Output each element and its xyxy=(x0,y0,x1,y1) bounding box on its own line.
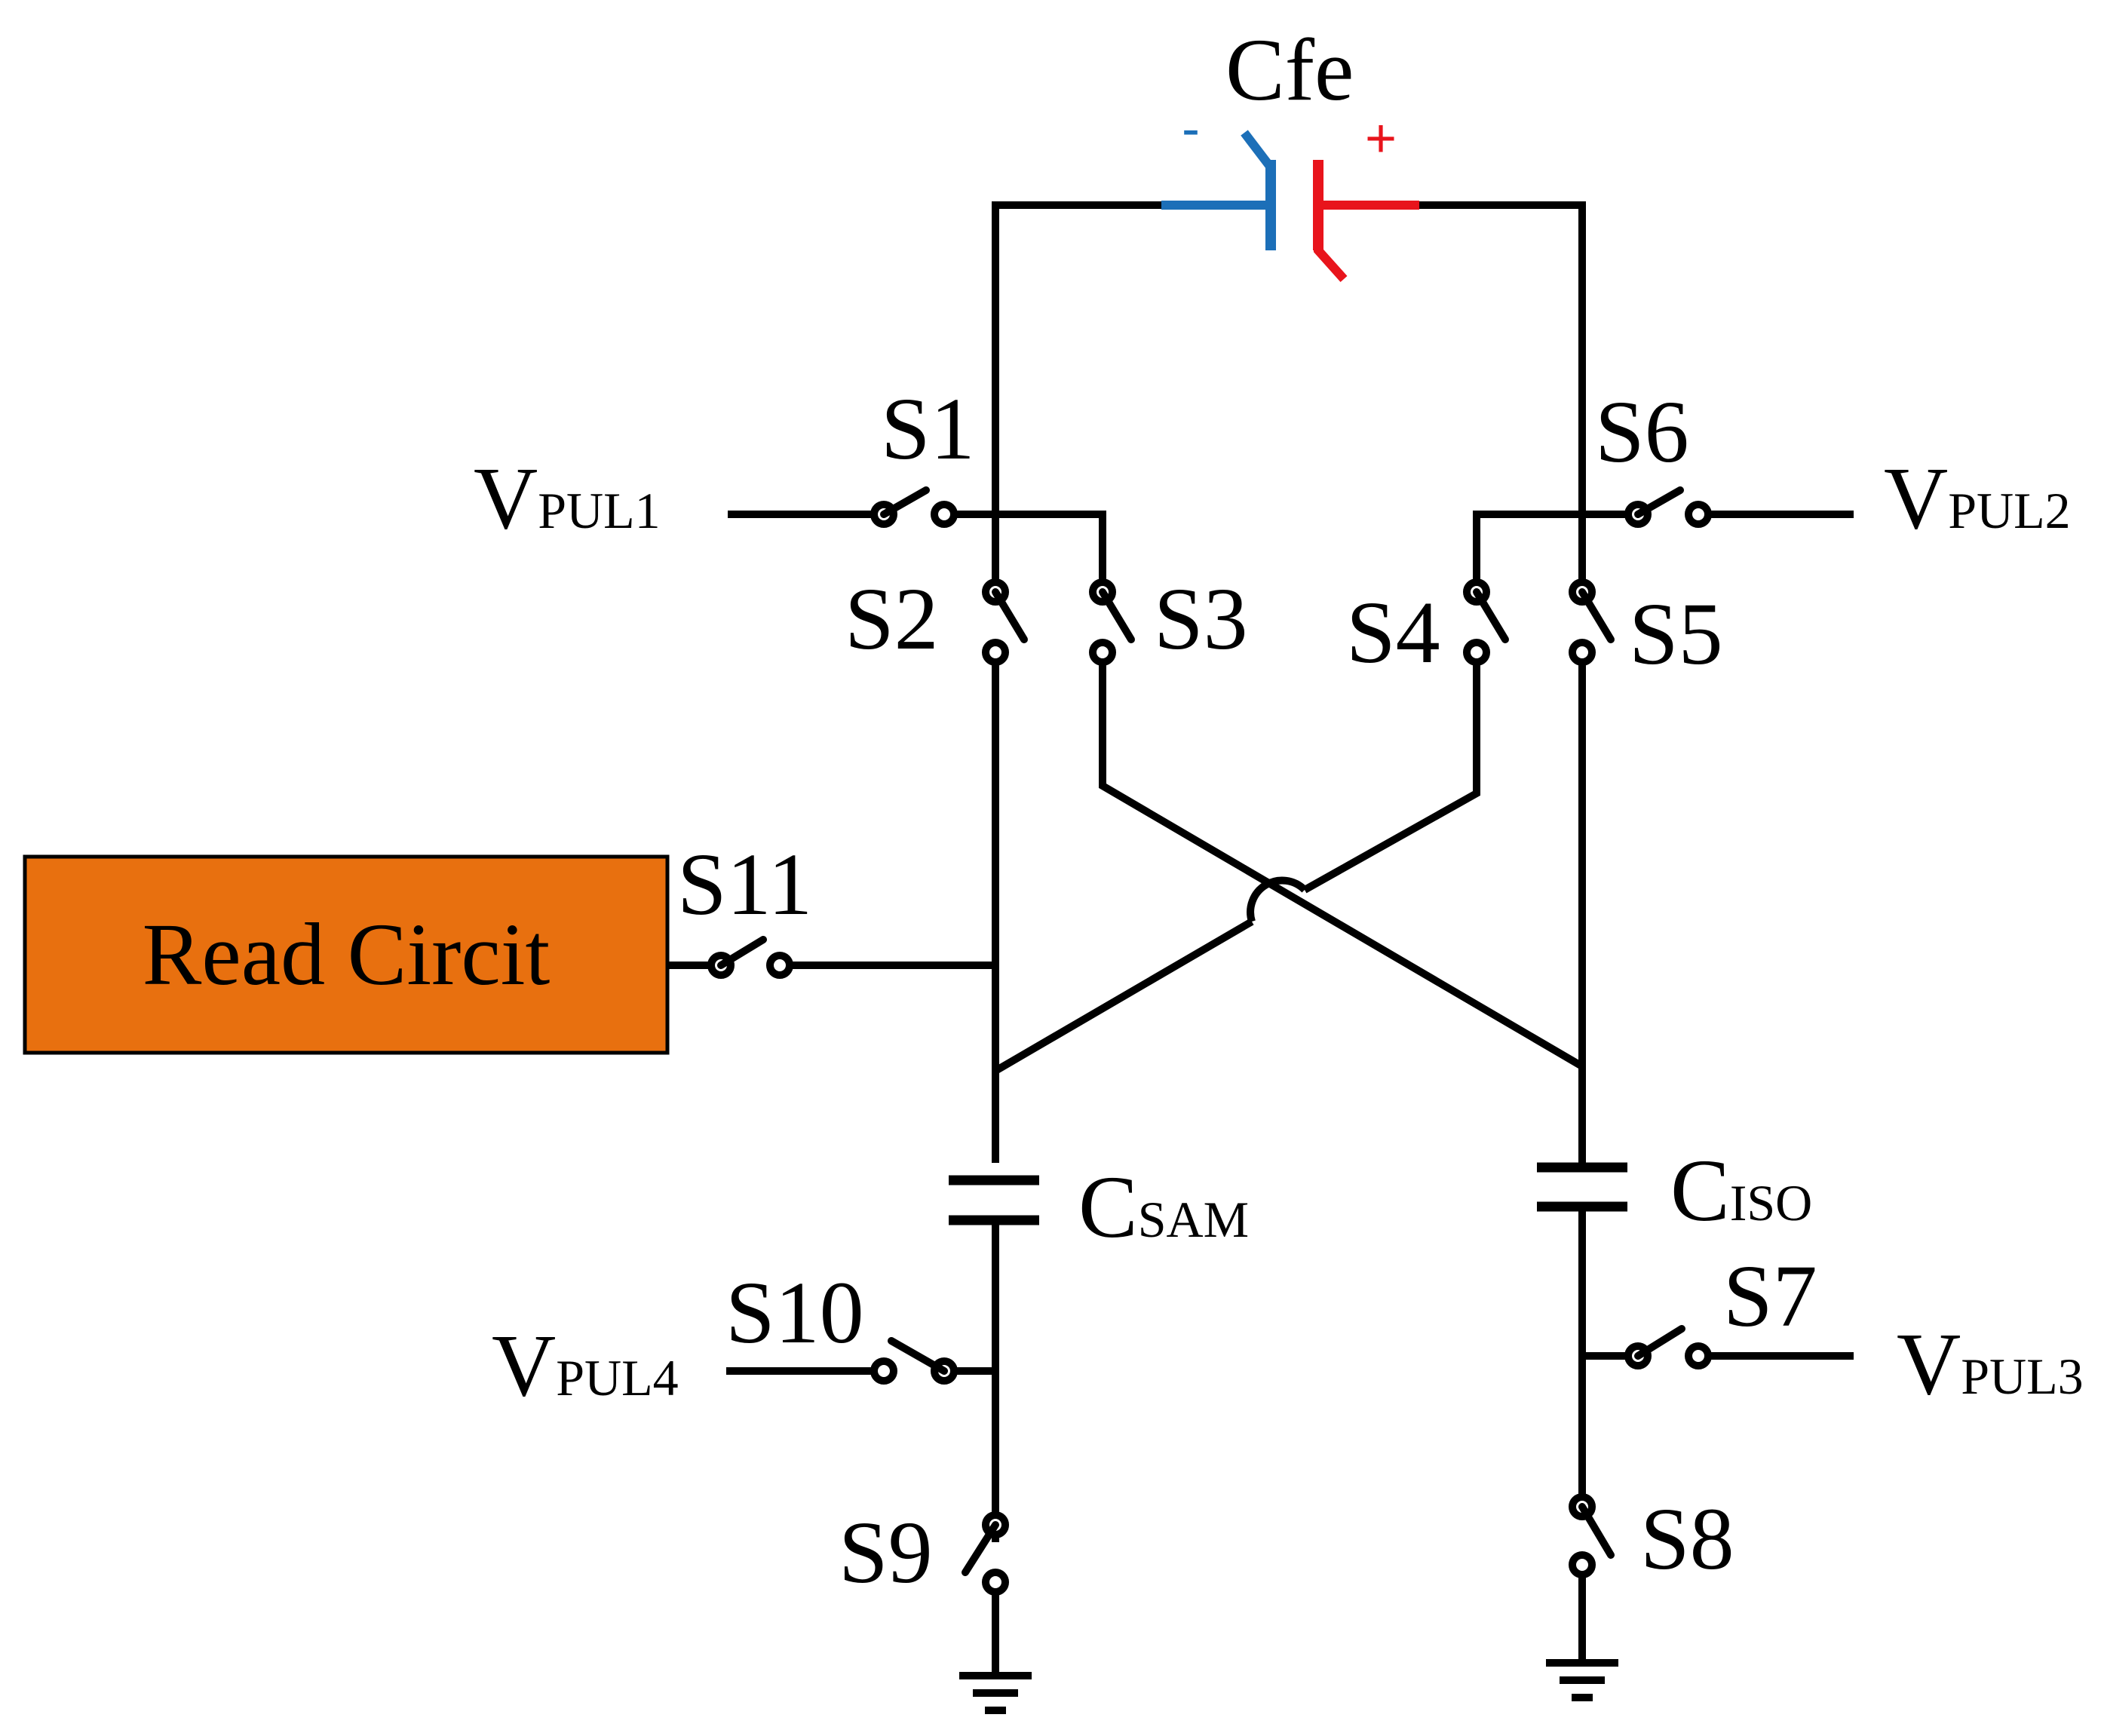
vpul4-input: VPUL4 xyxy=(492,1316,995,1415)
switch-s3: S3 xyxy=(1089,569,1248,668)
cfe-negative-hook xyxy=(1241,130,1275,181)
read-circuit-label: Read Circit xyxy=(143,905,551,1004)
switch-s7: S7 xyxy=(1624,1247,1817,1369)
s1-label: S1 xyxy=(881,379,975,478)
s10-label: S10 xyxy=(725,1263,864,1362)
vpul1-input: VPUL1 xyxy=(474,449,1106,592)
switch-s6: S6 xyxy=(1595,382,1712,528)
capacitor-csam: CSAM xyxy=(949,1158,1249,1542)
vpul4-label: VPUL4 xyxy=(492,1316,679,1415)
s6-label: S6 xyxy=(1595,382,1689,481)
switch-s5: S5 xyxy=(1569,578,1723,683)
s4-label: S4 xyxy=(1346,583,1440,682)
s9-label: S9 xyxy=(839,1503,933,1602)
vpul1-label: VPUL1 xyxy=(474,449,661,547)
switch-s2: S2 xyxy=(845,569,1028,668)
s11-label: S11 xyxy=(677,835,812,934)
switch-s1: S1 xyxy=(870,379,975,528)
s2-label: S2 xyxy=(845,569,939,668)
s5-label: S5 xyxy=(1629,584,1723,683)
vpul3-input: VPUL3 xyxy=(1582,1314,2084,1413)
cfe-label: Cfe xyxy=(1225,20,1354,119)
s3-label: S3 xyxy=(1154,569,1248,668)
s7-label: S7 xyxy=(1723,1247,1817,1345)
read-circuit-box xyxy=(23,854,670,1055)
capacitor-ciso: CISO xyxy=(1537,1141,1812,1512)
switch-s11: S11 xyxy=(677,835,812,979)
vpul2-label: VPUL2 xyxy=(1884,449,2071,547)
cfe-negative-mark: - xyxy=(1182,99,1200,159)
csam-label: CSAM xyxy=(1078,1158,1249,1256)
switch-s8: S8 xyxy=(1569,1489,1734,1659)
ground-right-icon xyxy=(1546,1659,1618,1701)
switch-s10: S10 xyxy=(725,1263,958,1385)
top-wires xyxy=(992,201,1586,581)
cross-wiring xyxy=(992,662,1586,1163)
ground-left-icon xyxy=(959,1672,1032,1714)
read-circuit-block: Read Circit xyxy=(23,854,995,1055)
vpul2-input: VPUL2 xyxy=(1473,449,2071,592)
vpul3-label: VPUL3 xyxy=(1897,1314,2084,1413)
cfe-positive-hook xyxy=(1314,243,1348,283)
switch-s9: S9 xyxy=(839,1503,1009,1673)
ferroelectric-capacitor: Cfe - + xyxy=(1161,20,1419,283)
cfe-positive-mark: + xyxy=(1365,109,1397,169)
s8-label: S8 xyxy=(1640,1489,1734,1588)
switch-s4: S4 xyxy=(1346,578,1509,682)
ciso-label: CISO xyxy=(1670,1141,1812,1240)
